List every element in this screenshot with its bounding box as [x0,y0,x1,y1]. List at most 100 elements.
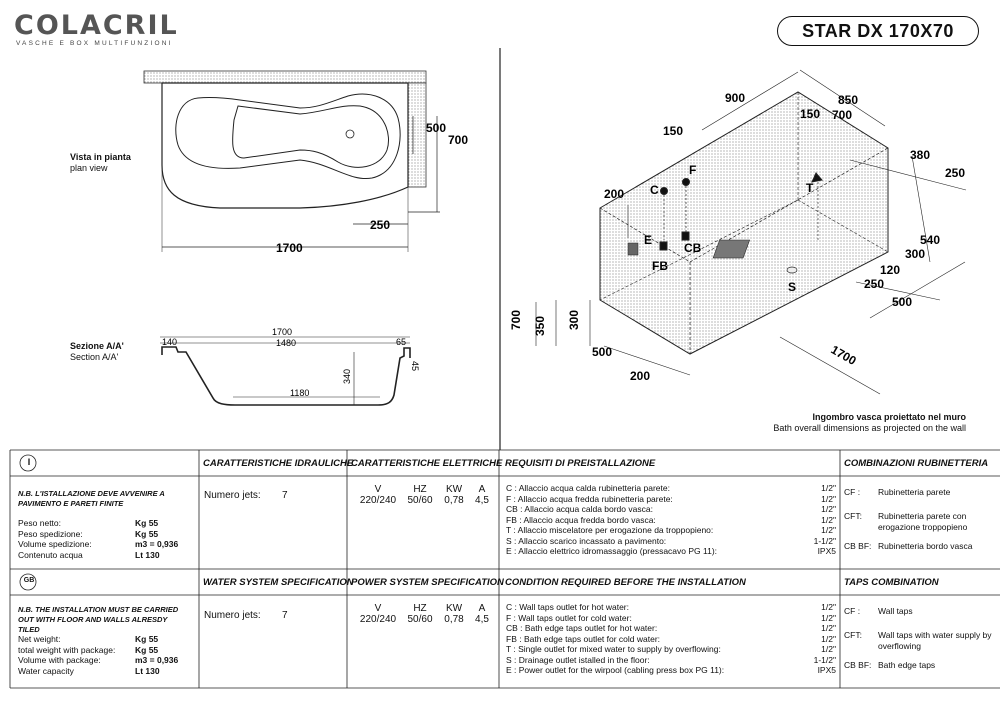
gb-r5-v: 1-1/2" [813,654,836,665]
plan-outline [161,82,409,209]
gb-w3-v: Lt 130 [135,665,160,676]
iso-dim-350: 350 [533,316,547,336]
gb-eh3: A [478,603,486,614]
gb-t1-c: CFT: [844,630,862,640]
iso-dim-540: 540 [920,233,940,247]
iso-label-e: E [644,233,652,247]
sec-dim-65: 65 [396,337,406,347]
iso-dim-300a: 300 [905,247,925,261]
gb-requirements: C : Wall taps outlet for hot water:1/2" … [506,602,836,676]
iso-dim-850: 850 [838,93,858,107]
it-h-hydraulic: CARATTERISTICHE IDRAULICHE [203,458,354,469]
plan-dim-1700: 1700 [276,241,303,255]
plan-view [143,70,440,252]
it-eh0: V [374,484,382,495]
it-weights: Peso netto:Kg 55 Peso spedizione:Kg 55 V… [18,518,193,560]
gb-r6: E : Power outlet for the wirpool (cablin… [506,665,725,675]
it-r4-v: 1/2" [821,525,836,535]
gb-w1-k: total weight with package: [18,644,116,655]
gb-taps: CF :Wall taps CFT:Wall taps with water s… [844,606,998,671]
it-r1-v: 1/2" [821,493,836,504]
it-t1: Rubinetteria parete con erogazione tropp… [878,511,968,532]
plan-wall [143,70,427,84]
gb-w0-k: Net weight: [18,634,61,644]
gb-r0: C : Wall taps outlet for hot water: [506,602,629,612]
gb-r3-v: 1/2" [821,633,836,644]
it-t0: Rubinetteria parete [878,487,951,497]
iso-dim-1700: 1700 [829,342,859,368]
gb-jets-value: 7 [282,610,288,621]
it-ev2: 0,78 [444,495,464,506]
iso-dim-200a: 200 [604,187,624,201]
gb-r2-v: 1/2" [821,623,836,633]
iso-dim-250b: 250 [864,277,884,291]
gb-eh1: HZ [413,603,427,614]
it-h-electric: CARATTERISTICHE ELETTRICHE [351,458,503,469]
it-h-req: REQUISITI DI PREISTALLAZIONE [505,458,656,469]
it-r5: S : Allaccio scarico incassato a pavimen… [506,535,667,546]
gb-ev3: 4,5 [475,614,489,625]
it-requirements: C : Allaccio acqua calda rubinetteria pa… [506,483,836,557]
it-w0-v: Kg 55 [135,518,159,528]
it-t0-c: CF : [844,487,861,497]
iso-note-it: Ingombro vasca proiettato nel muro [812,412,966,422]
gb-r3: FB : Bath edge taps outlet for cold wate… [506,633,661,644]
gb-ev2: 0,78 [444,614,464,625]
it-w1-k: Peso spedizione: [18,528,83,539]
gb-r4-v: 1/2" [821,644,836,654]
plan-dim-500: 500 [426,121,446,135]
it-r1: F : Allaccio acqua fredda rubinetteria p… [506,493,673,504]
gb-w0-v: Kg 55 [135,634,159,644]
it-r6-v: IPX5 [817,546,836,556]
it-r0-v: 1/2" [821,483,836,493]
it-ev3: 4,5 [475,495,489,506]
gb-t0-c: CF : [844,606,861,616]
gb-h-hydraulic: WATER SYSTEM SPECIFICATION [203,577,354,588]
gb-weights: Net weight: Kg 55 total weight with packa… [18,634,193,676]
flag-gb: GB [23,577,35,584]
spec-table-grid [9,449,1000,689]
it-w2-k: Volume spedizione: [18,539,92,549]
model-title: STAR DX 170X70 [777,16,979,46]
it-w2-v: m3 = 0,936 [135,539,179,549]
gb-t2-c: CB BF: [844,660,872,670]
it-r2: CB : Allaccio acqua calda bordo vasca: [506,504,653,514]
section-caption: Sezione A/A' Section A/A' [70,341,124,363]
plan-dim-250: 250 [370,218,390,232]
it-w3-k: Contenuto acqua [18,549,83,560]
sec-dim-340: 340 [342,369,352,384]
gb-t1: Wall taps with water supply by overflowi… [878,630,992,651]
it-r2-v: 1/2" [821,504,836,514]
isometric-view [535,69,967,395]
gb-r1-v: 1/2" [821,612,836,623]
it-ev0: 220/240 [359,495,397,506]
gb-r6-v: IPX5 [817,665,836,675]
it-r0: C : Allaccio acqua calda rubinetteria pa… [506,483,670,493]
section-label-it: Sezione A/A' [70,341,124,351]
it-t1-c: CFT: [844,511,862,521]
iso-note: Ingombro vasca proiettato nel muro Bath … [773,412,966,434]
iso-dim-200b: 200 [630,369,650,383]
iso-dim-380: 380 [910,148,930,162]
flag-it: I [27,457,31,467]
it-t2-c: CB BF: [844,541,872,551]
iso-dim-300v: 300 [567,310,581,330]
iso-dim-120: 120 [880,263,900,277]
gb-ev0: 220/240 [359,614,397,625]
it-eh3: A [478,484,486,495]
plan-label-it: Vista in pianta [70,152,131,162]
it-r3: FB : Allaccio acqua fredda bordo vasca: [506,514,656,525]
gb-r5: S : Drainage outlet istalled in the floo… [506,654,650,665]
iso-label-s: S [788,280,796,294]
iso-label-cb: CB [684,241,702,255]
it-w1-v: Kg 55 [135,528,159,539]
sec-dim-140: 140 [162,337,177,347]
it-taps: CF : Rubinetteria parete CFT: Rubinetteria… [844,487,998,552]
gb-h-electric: POWER SYSTEM SPECIFICATION [351,577,504,588]
iso-label-t: T [806,181,814,195]
iso-note-en: Bath overall dimensions as projected on … [773,423,966,433]
sec-dim-1700: 1700 [272,327,292,337]
sec-dim-45: 45 [410,361,420,371]
iso-dim-700v: 700 [509,310,523,330]
